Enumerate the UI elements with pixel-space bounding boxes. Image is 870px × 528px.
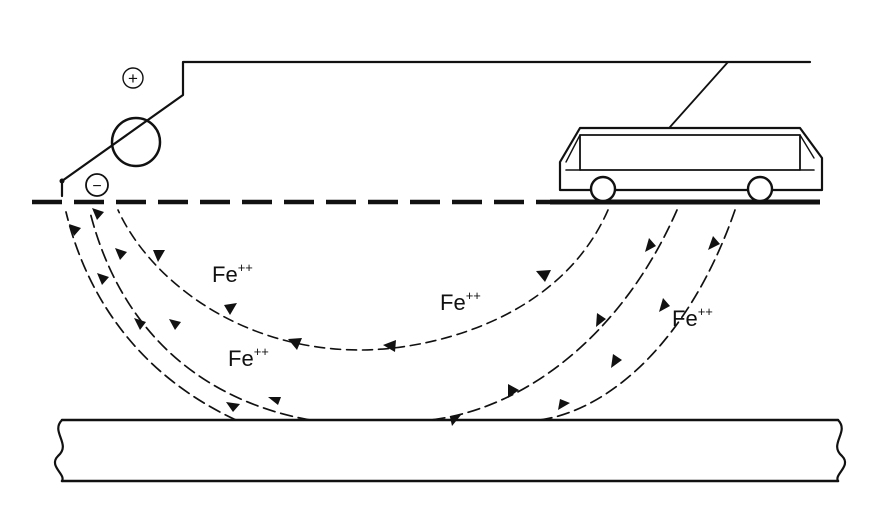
arrow [288,338,302,350]
arrow [169,319,181,330]
arrow [508,384,519,398]
current-path-upper [117,209,609,351]
arrow [708,236,720,250]
arrow [69,224,81,236]
arrow [226,402,240,412]
front-wheel [589,175,617,203]
tram-car [558,126,824,203]
negative-terminal-label: − [92,178,101,195]
current-path-rail-to-pipe-1 [429,209,678,421]
arrow [268,397,281,405]
arrow [383,340,396,352]
arrow [224,303,237,315]
buried-pipe [53,418,847,483]
current-path-rail-to-pipe-2 [539,209,736,421]
generator-positive: + [110,67,162,168]
arrow [536,270,551,282]
arrow [115,248,127,260]
arrow [450,415,461,426]
arrow [97,273,109,285]
ion-label-4: Fe++ [672,304,713,331]
arrow [92,208,104,220]
arrow [596,313,606,327]
positive-terminal-label: + [128,69,138,88]
current-path-pipe-to-rail-2 [65,211,237,421]
ion-label-2: Fe++ [440,288,481,315]
ion-label-3: Fe++ [228,344,269,371]
ion-labels: Fe++ Fe++ Fe++ Fe++ [212,260,713,371]
current-path-pipe-to-rail-1 [89,211,311,421]
trolley-pole [669,61,729,128]
rear-wheel [746,175,774,203]
junction-dot [59,178,65,184]
arrow [611,354,622,368]
arrow [558,399,570,410]
current-paths [65,209,736,421]
ion-label-1: Fe++ [212,260,253,287]
arrow [659,298,670,312]
arrow [153,250,165,262]
current-arrows [69,208,720,426]
arrow [645,238,656,252]
positive-terminal-circle [122,67,144,89]
negative-terminal: − [59,173,109,197]
arrow [134,318,146,330]
